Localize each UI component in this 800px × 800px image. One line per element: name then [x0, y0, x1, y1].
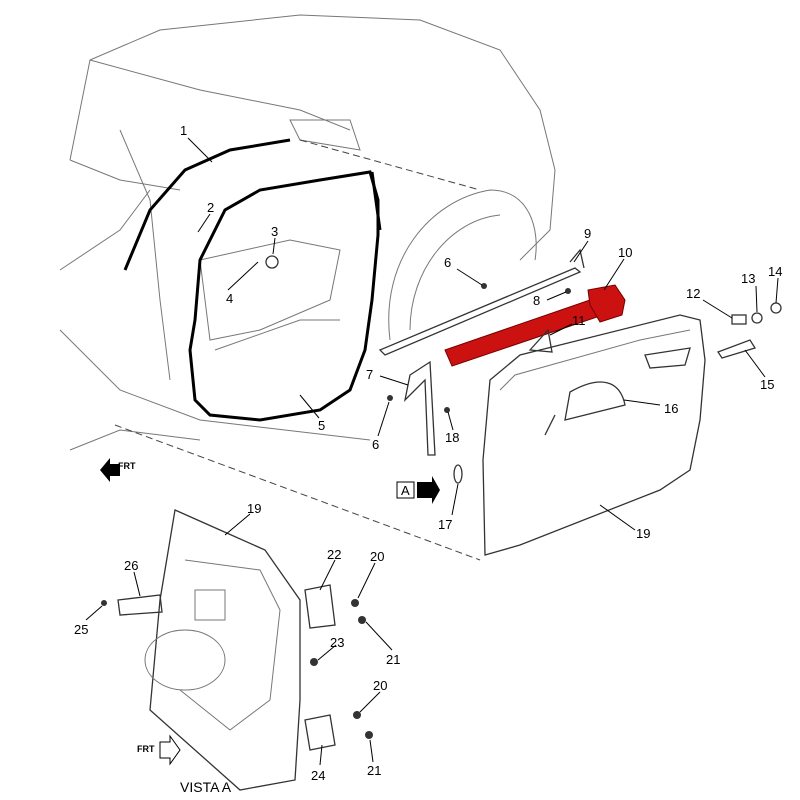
fastener-3 — [265, 255, 279, 269]
arrow-right-icon — [159, 734, 181, 766]
view-a-letter: A — [401, 483, 410, 498]
callout-labels: 1 2 3 4 5 6 6 7 8 9 10 11 12 13 14 15 16… — [74, 123, 782, 783]
view-line — [114, 424, 481, 561]
frt-label: FRT — [118, 461, 136, 471]
callout-23: 23 — [330, 635, 344, 650]
arrow-left-icon — [100, 458, 120, 482]
lower-hinge — [304, 714, 336, 751]
front-marker-bottom: FRT — [137, 734, 181, 766]
view-label: VISTA A — [180, 779, 232, 795]
callout-21: 21 — [367, 763, 381, 778]
callout-26: 26 — [124, 558, 138, 573]
roof-rail-seal — [123, 138, 291, 271]
callout-18: 18 — [445, 430, 459, 445]
view-a-marker: A — [396, 476, 440, 504]
callout-2: 2 — [207, 200, 214, 215]
window-corner-trim[interactable] — [528, 328, 553, 353]
inner-belt-sealing-strip[interactable] — [444, 299, 601, 367]
door-front-channel[interactable] — [403, 360, 436, 456]
callout-13: 13 — [741, 271, 755, 286]
door-handle[interactable] — [644, 347, 691, 369]
callout-3: 3 — [271, 224, 278, 239]
callout-8: 8 — [533, 293, 540, 308]
callout-4: 4 — [226, 291, 233, 306]
callout-9: 9 — [584, 226, 591, 241]
callout-19: 19 — [636, 526, 650, 541]
callout-5: 5 — [318, 418, 325, 433]
window-run-channel[interactable] — [587, 284, 626, 323]
front-marker-top: FRT — [100, 458, 136, 482]
door-assembly[interactable] — [482, 314, 706, 556]
callout-6: 6 — [372, 437, 379, 452]
callout-11: 11 — [572, 313, 586, 328]
upper-hinge — [304, 584, 336, 629]
view-line-top — [299, 139, 481, 191]
callout-21: 21 — [386, 652, 400, 667]
seal-corner — [370, 171, 382, 231]
callout-20: 20 — [373, 678, 387, 693]
handle-cap — [731, 314, 747, 325]
fasteners — [101, 283, 571, 739]
callout-20: 20 — [370, 549, 384, 564]
callout-19: 19 — [247, 501, 261, 516]
grommet-17 — [453, 464, 463, 484]
outer-belt-molding[interactable] — [378, 267, 582, 356]
callout-10: 10 — [618, 245, 632, 260]
outside-mirror[interactable] — [564, 381, 626, 421]
callout-17: 17 — [438, 517, 452, 532]
callout-24: 24 — [311, 768, 325, 783]
callout-25: 25 — [74, 622, 88, 637]
callout-22: 22 — [327, 547, 341, 562]
arrow-right-icon — [417, 476, 440, 504]
car-body — [59, 14, 556, 451]
callout-16: 16 — [664, 401, 678, 416]
frt-label: FRT — [137, 744, 155, 754]
callout-14: 14 — [768, 264, 782, 279]
door-opening-seal[interactable] — [188, 170, 380, 422]
door-check — [117, 594, 163, 616]
callout-6: 6 — [444, 255, 451, 270]
leader-lines — [85, 137, 779, 766]
callout-15: 15 — [760, 377, 774, 392]
callout-7: 7 — [366, 367, 373, 382]
callout-12: 12 — [686, 286, 700, 301]
handle-rod — [717, 339, 757, 359]
callout-1: 1 — [180, 123, 187, 138]
